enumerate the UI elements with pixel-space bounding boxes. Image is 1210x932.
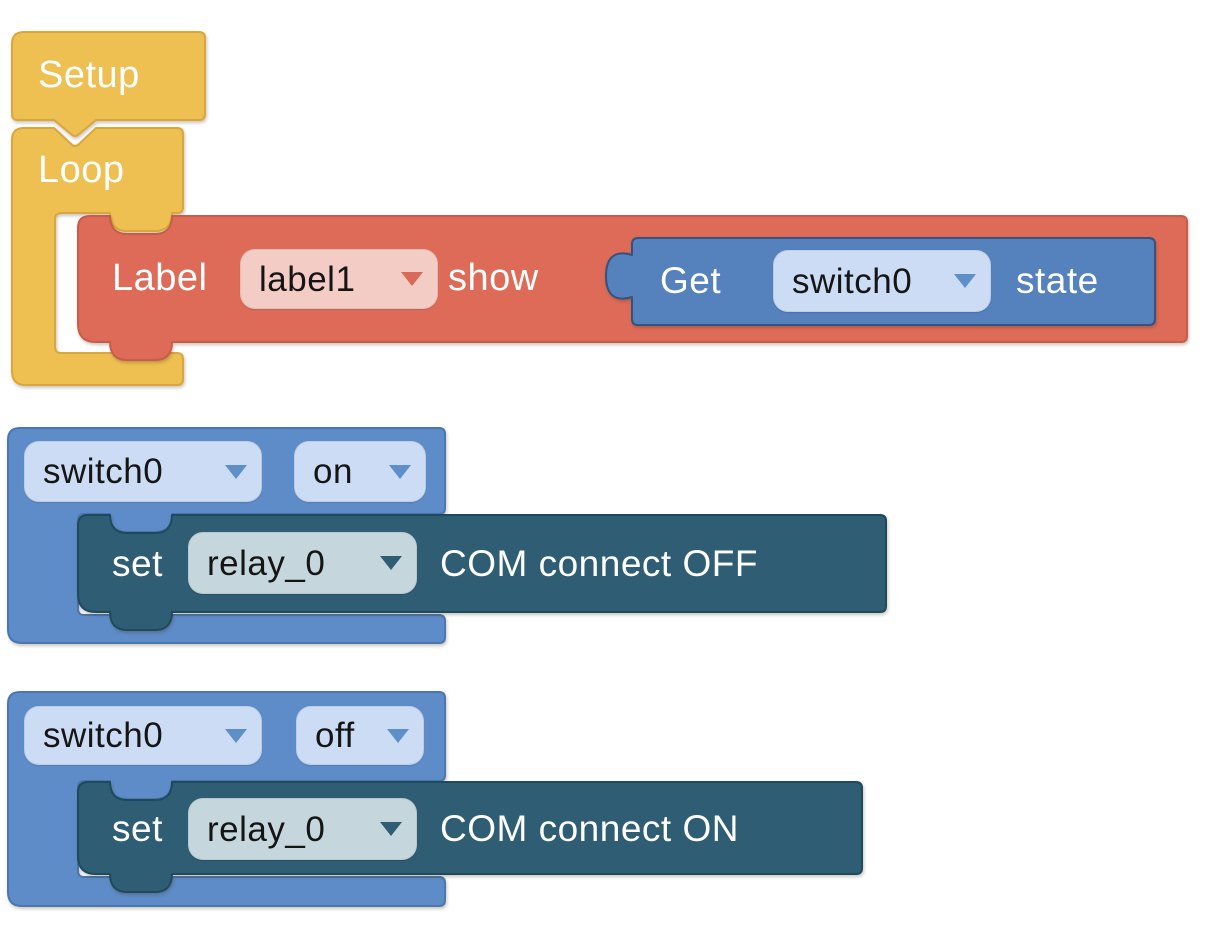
label-name-dropdown-value: label1 xyxy=(259,259,356,299)
switch-on-name-dropdown-value: switch0 xyxy=(43,452,164,491)
loop-block[interactable] xyxy=(11,127,184,386)
set-relay-off-suffix-label: COM connect OFF xyxy=(440,543,758,584)
set-relay-on-prefix-label: set xyxy=(112,808,163,849)
setup-block-label: Setup xyxy=(38,54,140,96)
switch-off-name-dropdown-value: switch0 xyxy=(43,716,164,755)
label-show-prefix-label: Label xyxy=(112,257,208,299)
dropdown-caret-icon xyxy=(225,464,247,479)
get-state-suffix-label: state xyxy=(1016,260,1099,301)
get-state-prefix-label: Get xyxy=(660,260,722,301)
get-switch-dropdown[interactable]: switch0 xyxy=(773,250,991,312)
get-switch-dropdown-value: switch0 xyxy=(792,261,913,301)
dropdown-caret-icon xyxy=(380,556,402,570)
label-show-action-label: show xyxy=(448,257,539,299)
switch-off-state-dropdown-value: off xyxy=(315,716,355,755)
switch-off-name-dropdown[interactable]: switch0 xyxy=(24,706,262,765)
set-relay-off-prefix-label: set xyxy=(112,543,163,584)
relay-off-device-dropdown[interactable]: relay_0 xyxy=(188,532,417,594)
switch-on-state-dropdown[interactable]: on xyxy=(294,441,426,502)
relay-on-device-dropdown[interactable]: relay_0 xyxy=(188,798,417,860)
label-name-dropdown[interactable]: label1 xyxy=(240,249,438,309)
switch-on-name-dropdown[interactable]: switch0 xyxy=(24,441,262,502)
dropdown-caret-icon xyxy=(380,822,402,836)
loop-block-label: Loop xyxy=(38,149,125,191)
set-relay-on-suffix-label: COM connect ON xyxy=(440,808,739,849)
switch-off-state-dropdown[interactable]: off xyxy=(296,706,424,765)
relay-off-device-dropdown-value: relay_0 xyxy=(207,543,326,583)
dropdown-caret-icon xyxy=(225,728,247,743)
setup-block[interactable] xyxy=(11,31,206,137)
dropdown-caret-icon xyxy=(401,272,423,286)
dropdown-caret-icon xyxy=(389,464,411,479)
dropdown-caret-icon xyxy=(954,274,976,288)
switch-on-state-dropdown-value: on xyxy=(313,452,353,491)
dropdown-caret-icon xyxy=(387,728,409,743)
relay-on-device-dropdown-value: relay_0 xyxy=(207,809,326,849)
